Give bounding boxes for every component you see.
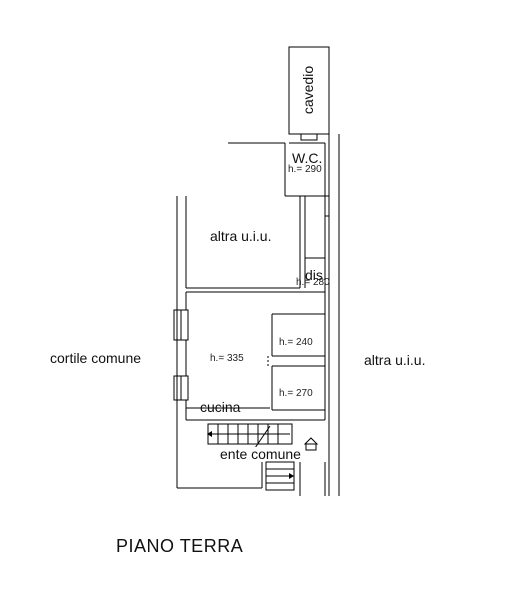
room-240-height-label: h.= 240 (279, 337, 313, 348)
wc-height-label: h.= 290 (288, 164, 322, 175)
room-270-height-label: h.= 270 (279, 388, 313, 399)
dis-height-label: h.= 280 (296, 277, 330, 288)
dis-label: dis. (305, 267, 327, 283)
altra-uiu-right-label: altra u.i.u. (364, 352, 426, 368)
cortile-comune-label: cortile comune (50, 350, 142, 366)
cucina-label: cucina (200, 399, 241, 415)
cavedio-label: cavedio (300, 65, 316, 115)
plan-title: PIANO TERRA (116, 536, 244, 556)
ente-comune-label: ente comune (219, 446, 302, 462)
main-room-height-label: h.= 335 (210, 353, 244, 364)
altra-uiu-top-label: altra u.i.u. (210, 228, 272, 244)
wc-label: W.C. (292, 150, 323, 166)
